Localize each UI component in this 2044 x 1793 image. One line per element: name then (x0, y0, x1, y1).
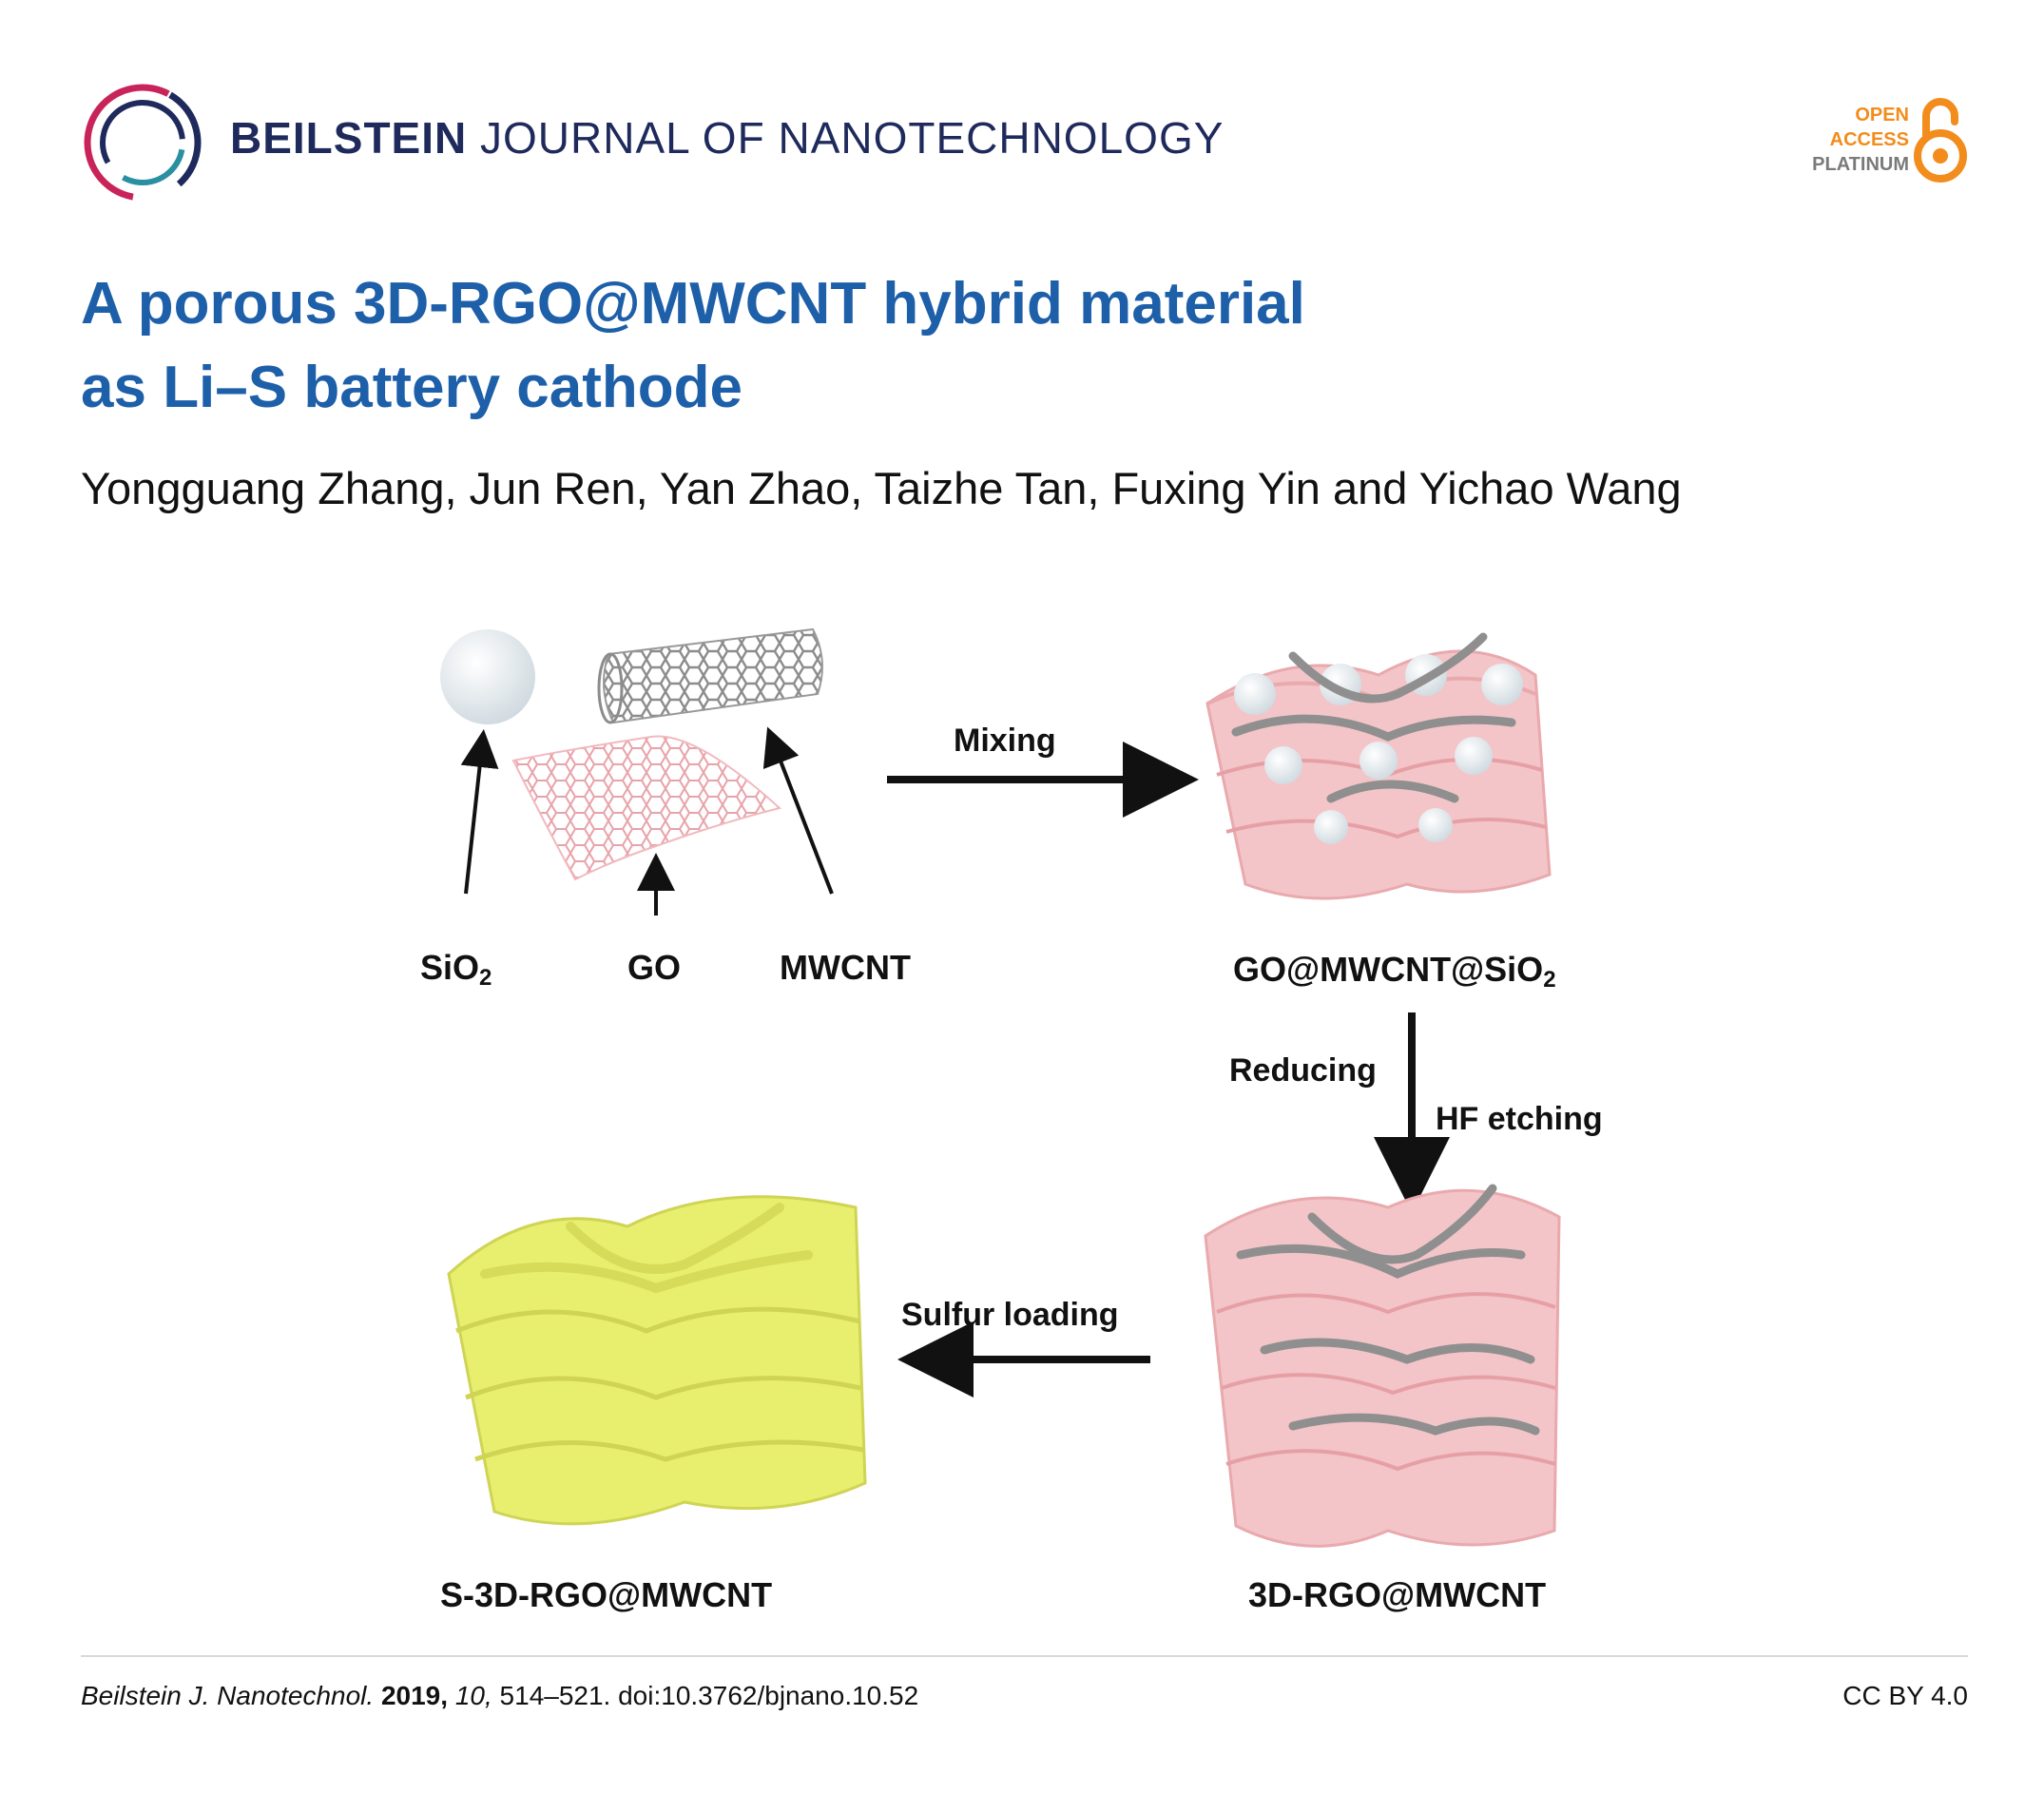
beilstein-logo (84, 84, 202, 202)
citation-journal: Beilstein J. Nanotechnol. (81, 1681, 375, 1710)
title-line-1: A porous 3D-RGO@MWCNT hybrid material (81, 271, 1305, 337)
label-mixing: Mixing (954, 723, 1056, 759)
label-sio2: SiO2 (420, 948, 492, 991)
go-sheet (511, 735, 782, 881)
rgo-block (1204, 1184, 1561, 1548)
citation-volume: 10, (454, 1681, 492, 1710)
label-composite: GO@MWCNT@SiO2 (1233, 950, 1556, 993)
open-access-badge: OPEN ACCESS PLATINUM (1812, 103, 1909, 177)
arrow-to-sio2 (460, 729, 499, 895)
citation-pages-doi[interactable]: 514–521. doi:10.3762/bjnano.10.52 (499, 1681, 919, 1710)
open-lock-icon (1914, 98, 1967, 183)
title-line-2: as Li–S battery cathode (81, 355, 743, 420)
article-title: A porous 3D-RGO@MWCNT hybrid material as… (81, 262, 1887, 430)
sulfur-block (447, 1195, 867, 1526)
journal-name-rest: JOURNAL OF NANOTECHNOLOGY (480, 113, 1224, 163)
oa-line-open: OPEN (1855, 105, 1909, 125)
label-3d-rgo: 3D-RGO@MWCNT (1248, 1575, 1546, 1614)
label-sulfur: Sulfur loading (901, 1297, 1119, 1333)
label-go: GO (627, 948, 681, 987)
sio2-sphere (440, 629, 535, 724)
oa-line-platinum: PLATINUM (1812, 154, 1909, 175)
label-mwcnt: MWCNT (780, 948, 911, 987)
journal-name-bold: BEILSTEIN (230, 113, 468, 163)
arrow-to-mwcnt (762, 726, 834, 895)
label-hf-etching: HF etching (1436, 1101, 1603, 1137)
journal-name: BEILSTEIN JOURNAL OF NANOTECHNOLOGY (230, 112, 1224, 164)
label-reducing: Reducing (1229, 1052, 1377, 1089)
oa-line-access: ACCESS (1829, 129, 1909, 150)
graphical-abstract: SiO2 GO MWCNT Mixing GO@MWCNT@SiO2 Reduc… (420, 627, 1603, 1614)
mwcnt-tube (597, 627, 823, 724)
footer-rule (81, 1655, 1968, 1657)
license-label[interactable]: CC BY 4.0 (1842, 1681, 1968, 1710)
citation-year: 2019, (380, 1681, 449, 1710)
composite-block (1205, 632, 1552, 900)
citation: Beilstein J. Nanotechnol. 2019, 10, 514–… (81, 1681, 918, 1711)
author-list: Yongguang Zhang, Jun Ren, Yan Zhao, Taiz… (81, 463, 1682, 513)
label-s-3d-rgo: S-3D-RGO@MWCNT (440, 1575, 772, 1614)
